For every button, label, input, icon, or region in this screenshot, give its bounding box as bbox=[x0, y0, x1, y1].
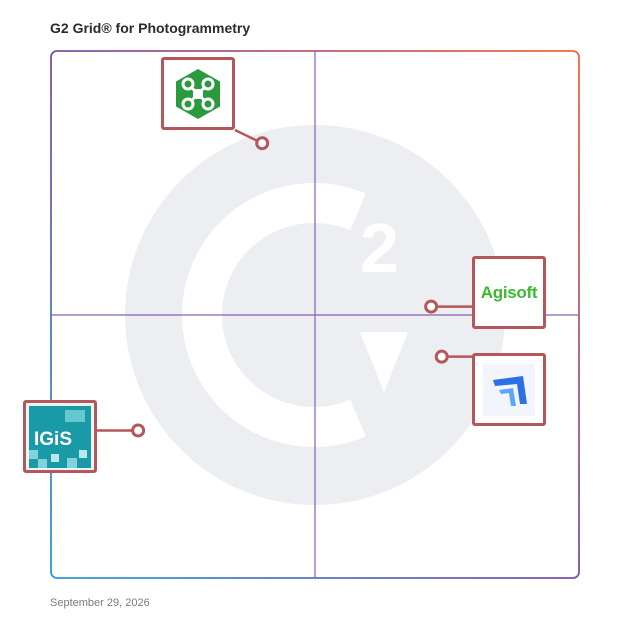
page-title: G2 Grid® for Photogrammetry bbox=[50, 20, 251, 36]
data-point-chevron[interactable] bbox=[434, 349, 449, 364]
data-point-igis[interactable] bbox=[131, 423, 146, 438]
data-point-drone[interactable] bbox=[255, 136, 270, 151]
igis-logo-text: IGiS bbox=[34, 429, 72, 450]
drone-app-icon bbox=[176, 68, 220, 119]
product-logo-agisoft[interactable]: Agisoft bbox=[472, 256, 546, 329]
svg-text:2: 2 bbox=[360, 209, 399, 287]
product-logo-igis[interactable]: IGiS bbox=[23, 400, 97, 473]
data-point-agisoft[interactable] bbox=[424, 299, 439, 314]
igis-logo-icon: IGiS bbox=[29, 405, 91, 468]
agisoft-logo-text: Agisoft bbox=[480, 282, 538, 302]
product-logo-chevron[interactable] bbox=[472, 353, 546, 426]
product-logo-drone[interactable] bbox=[161, 57, 235, 130]
blue-chevron-icon bbox=[483, 363, 535, 416]
report-date: September 29, 2026 bbox=[50, 597, 150, 609]
